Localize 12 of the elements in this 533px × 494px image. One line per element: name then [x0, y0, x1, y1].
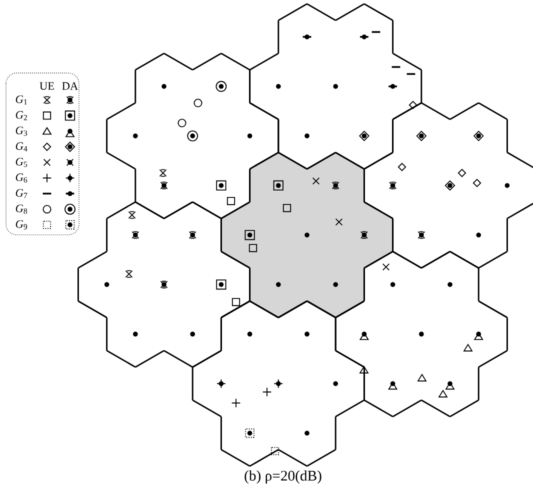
legend-label: G$_{7}$	[16, 189, 28, 198]
caption: (b) ρ=20(dB)	[244, 470, 322, 484]
column-header: DA	[62, 82, 78, 90]
legend-label: G$_{1}$	[16, 95, 27, 105]
legend-label: G$_{2}$	[16, 111, 27, 120]
legend-label: G$_{8}$	[16, 204, 28, 214]
legend-label: G$_{4}$	[16, 142, 28, 152]
legend-label: G$_{9}$	[16, 220, 28, 230]
column-header: UE	[40, 82, 54, 90]
legend-label: G$_{5}$	[16, 158, 28, 167]
legend-label: G$_{3}$	[16, 126, 28, 136]
legend-label: G$_{6}$	[16, 173, 28, 183]
